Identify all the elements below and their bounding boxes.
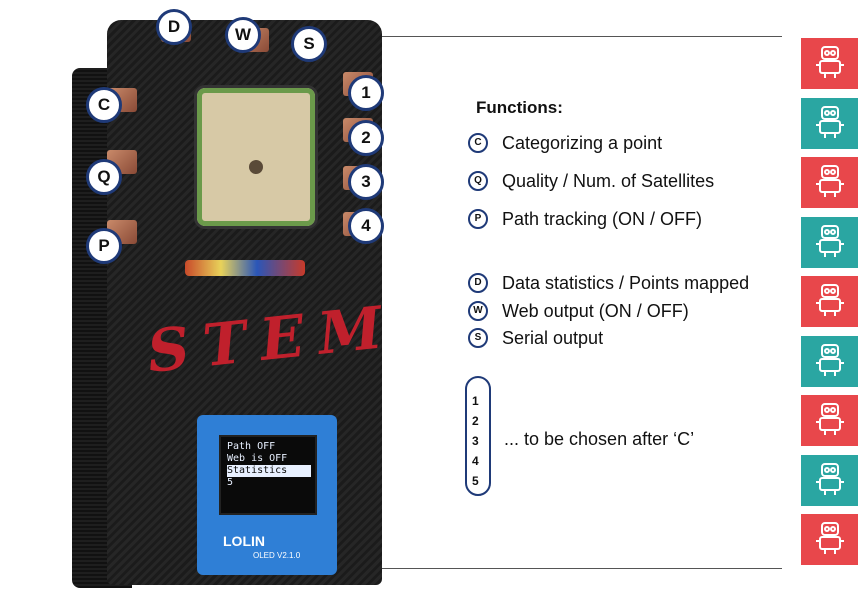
- number-label: 2: [472, 414, 479, 428]
- function-label: Web output (ON / OFF): [502, 300, 689, 321]
- number-label: 3: [472, 434, 479, 448]
- function-key: D: [468, 273, 488, 293]
- callout-3: 3: [348, 164, 384, 200]
- function-label: Path tracking (ON / OFF): [502, 208, 703, 229]
- robot-icon: [810, 339, 850, 384]
- callout-d: D: [156, 9, 192, 45]
- function-label: Categorizing a point: [502, 132, 663, 153]
- bottom-rule: [198, 568, 782, 569]
- robot-tile: [801, 216, 858, 268]
- callout-c: C: [86, 87, 122, 123]
- function-key: S: [468, 328, 488, 348]
- oled-line-highlight: Statistics: [227, 465, 311, 477]
- callout-s: S: [291, 26, 327, 62]
- pcb-strip: [185, 260, 305, 276]
- oled-line: Path OFF: [227, 441, 276, 452]
- oled-line: 5: [227, 477, 234, 488]
- function-label: Data statistics / Points mapped: [502, 272, 750, 293]
- function-label: Serial output: [502, 327, 604, 348]
- function-item: C Categorizing a point: [468, 131, 662, 155]
- robot-tile: [801, 38, 858, 89]
- function-item: W Web output (ON / OFF): [468, 299, 689, 323]
- functions-title: Functions:: [476, 98, 563, 117]
- robot-icon: [810, 458, 850, 503]
- robot-tile: [801, 514, 858, 565]
- function-key: Q: [468, 171, 488, 191]
- callout-2: 2: [348, 120, 384, 156]
- numbers-note: ... to be chosen after ‘C’: [504, 429, 695, 449]
- gps-antenna-center: [249, 160, 263, 174]
- callout-p: P: [86, 228, 122, 264]
- robot-tile: [801, 395, 858, 446]
- number-label: 1: [472, 394, 479, 408]
- board-sublabel: OLED V2.1.0: [253, 551, 301, 560]
- callout-q: Q: [86, 159, 122, 195]
- robot-icon: [810, 398, 850, 443]
- function-item: D Data statistics / Points mapped: [468, 271, 749, 295]
- robot-icon: [810, 101, 850, 146]
- callout-1: 1: [348, 75, 384, 111]
- function-key: W: [468, 301, 488, 321]
- robot-tile: [801, 454, 858, 506]
- robot-tile: [801, 157, 858, 208]
- numbers-box: [465, 376, 491, 496]
- robot-icon: [810, 517, 850, 562]
- robot-tile: [801, 335, 858, 387]
- robot-icon: [810, 279, 850, 324]
- robot-icon: [810, 220, 850, 265]
- oled-line: Web is OFF: [227, 453, 288, 464]
- function-label: Quality / Num. of Satellites: [502, 170, 715, 191]
- function-item: P Path tracking (ON / OFF): [468, 207, 702, 231]
- oled-board: Path OFF Web is OFF Statistics 5 LOLIN O…: [197, 415, 337, 575]
- robot-icon: [810, 160, 850, 205]
- function-item: Q Quality / Num. of Satellites: [468, 169, 714, 193]
- stem-lettering: STEM: [144, 292, 400, 386]
- gps-antenna: [197, 88, 315, 226]
- function-key: C: [468, 133, 488, 153]
- callout-w: W: [225, 17, 261, 53]
- robot-icon: [810, 41, 850, 86]
- function-item: S Serial output: [468, 326, 603, 350]
- top-rule: [238, 36, 782, 37]
- number-label: 4: [472, 454, 479, 468]
- robot-tile: [801, 276, 858, 327]
- number-label: 5: [472, 474, 479, 488]
- callout-4: 4: [348, 208, 384, 244]
- function-key: P: [468, 209, 488, 229]
- board-label: LOLIN: [223, 533, 265, 549]
- device-case: STEM Path OFF Web is OFF Statistics 5 LO…: [107, 18, 399, 585]
- oled-screen: Path OFF Web is OFF Statistics 5: [219, 435, 317, 515]
- robot-tile: [801, 97, 858, 149]
